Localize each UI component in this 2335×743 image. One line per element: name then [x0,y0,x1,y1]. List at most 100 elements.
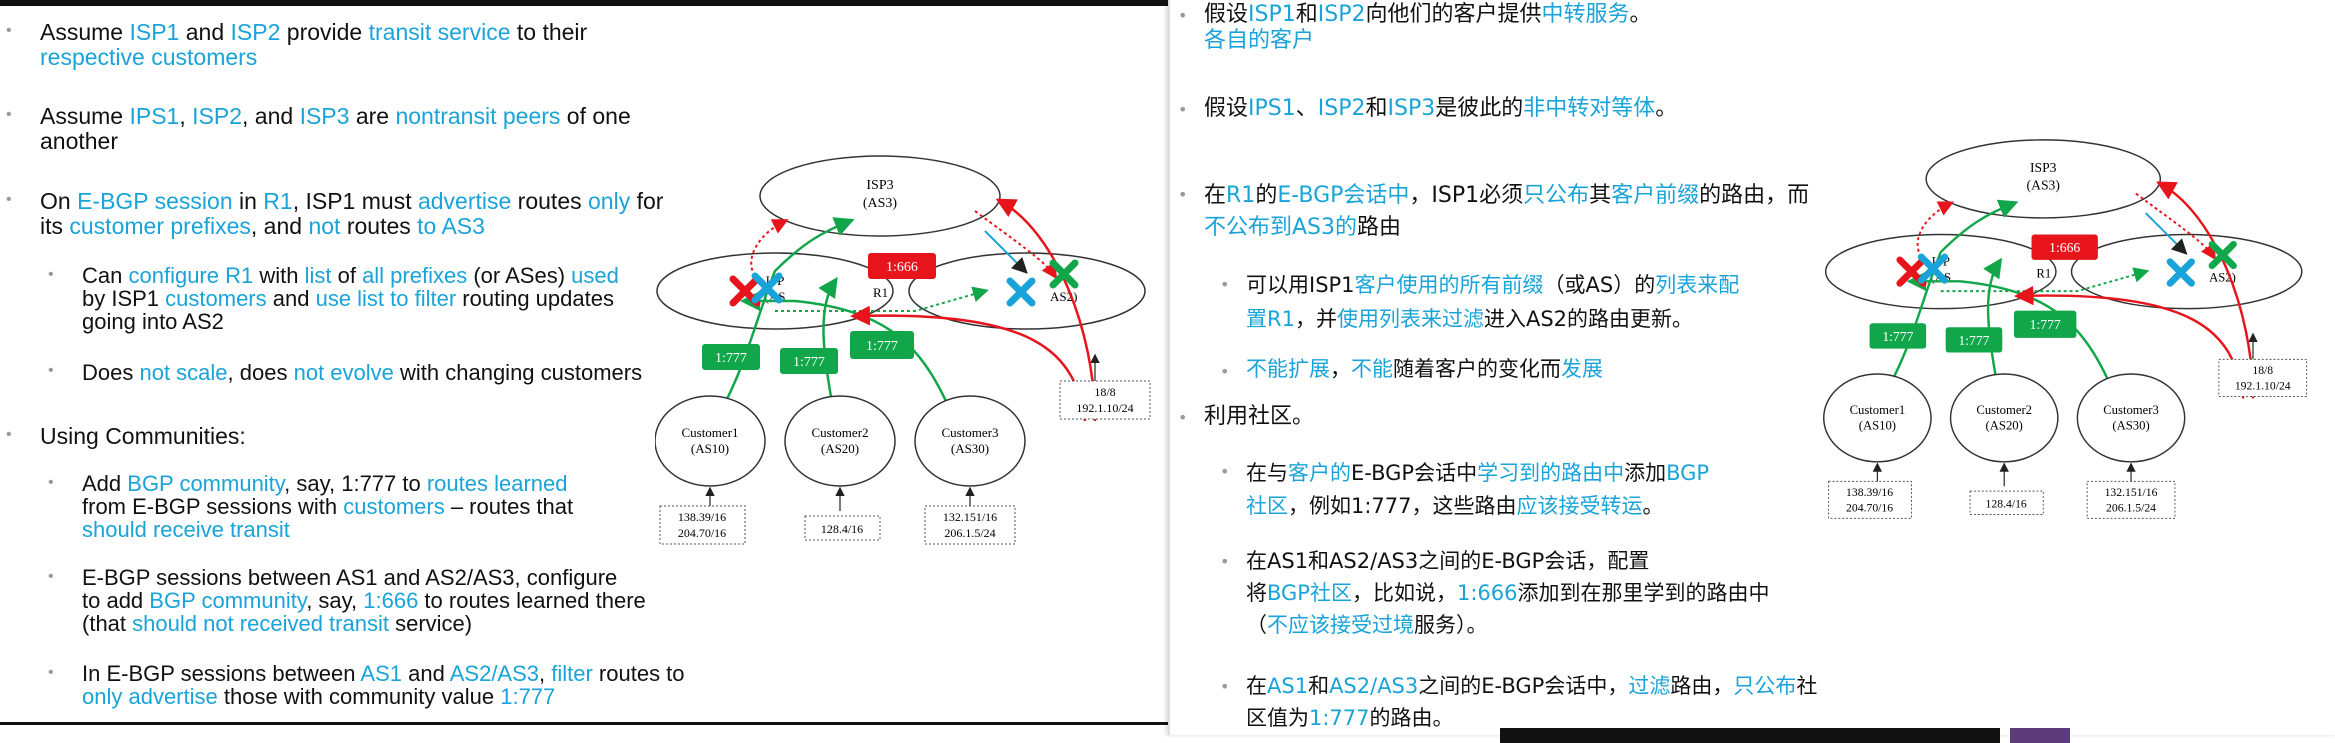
left-window-top-border [0,0,1170,6]
svg-text:132.151/16: 132.151/16 [943,510,997,524]
bullet-dot: • [1220,552,1230,571]
bullet-filter-routes: In E-BGP sessions between AS1 and AS2/AS… [82,661,685,709]
svg-text:138.39/16: 138.39/16 [1846,486,1893,499]
bullet-add-community: Add BGP community, say, 1:777 to routes … [82,471,574,542]
tag-1-666: 1:666 [2031,234,2098,260]
svg-text:204.70/16: 204.70/16 [1846,502,1893,515]
english-slide: • Assume ISP1 and ISP2 provide transit s… [0,6,1170,724]
svg-text:(AS30): (AS30) [951,441,989,456]
svg-text:192.1.10/24: 192.1.10/24 [2235,380,2291,393]
cn-bullet-peers: 假设IPS1、ISP2和ISP3是彼此的非中转对等体。 [1204,96,1678,121]
taskbar-strip [1500,728,2000,743]
cn-bullet-filter: 在AS1和AS2/AS3之间的E-BGP会话中，过滤路由，只公布社区值为1:77… [1246,674,1818,730]
tag-1-777: 1:777 [2013,310,2077,338]
svg-text:128.4/16: 128.4/16 [821,522,863,536]
svg-text:204.70/16: 204.70/16 [678,526,726,540]
bullet-dot: • [6,22,12,39]
bgp-communities-diagram: ISP3 (AS3) ISP (AS R1 AS2) 1:666 1:777 1… [655,155,1151,545]
bullet-dot: • [1178,100,1188,119]
bullet-dot: • [6,106,12,123]
svg-text:Customer2: Customer2 [1976,403,2032,417]
prefix-box-customer1: 138.39/16 204.70/16 [659,505,746,545]
bullet-ebgp-666: E-BGP sessions between AS1 and AS2/AS3, … [82,565,646,636]
svg-text:Customer3: Customer3 [941,425,998,440]
svg-text:206.1.5/24: 206.1.5/24 [944,526,995,540]
cn-bullet-transit: 假设ISP1和ISP2向他们的客户提供中转服务。各自的客户 [1204,2,1652,53]
bullet-dot: • [48,266,54,283]
svg-text:1:777: 1:777 [2030,317,2061,332]
svg-text:Customer1: Customer1 [681,425,738,440]
svg-text:1:777: 1:777 [866,339,898,354]
tag-1-777: 1:777 [850,331,914,359]
customer3-node [914,395,1026,487]
cn-bullet-ebgp: 在R1的E-BGP会话中，ISP1必须只公布其客户前缀的路由，而不公布到AS3的… [1204,183,1810,240]
r1-label: R1 [873,285,888,300]
bullet-dot: • [1220,677,1230,696]
bullet-configure-r1: Can configure R1 with list of all prefix… [82,263,619,334]
svg-text:138.39/16: 138.39/16 [678,510,726,524]
bullet-dot: • [48,664,54,681]
isp3-label: ISP3 [866,178,893,193]
svg-text:1:777: 1:777 [793,355,825,370]
svg-text:1:777: 1:777 [715,351,747,366]
bullet-dot: • [48,362,54,379]
svg-text:(AS10): (AS10) [691,441,729,456]
bullet-using-communities: Using Communities: [40,423,246,449]
bullet-dot: • [1220,362,1230,381]
customer1-node [655,395,766,487]
isp3-cloud [759,155,1001,237]
bullet-dot: • [1178,6,1188,25]
bullet-nontransit-peers: Assume IPS1, ISP2, and ISP3 are nontrans… [40,103,631,154]
prefix-box-customer2: 128.4/16 [804,515,881,541]
tag-1-777: 1:777 [1869,323,1927,349]
bullet-dot: • [1220,462,1230,481]
svg-text:Customer3: Customer3 [2103,403,2159,417]
svg-text:(AS20): (AS20) [1986,419,2023,433]
bullet-dot: • [6,191,12,208]
cn-bullet-scale: 不能扩展，不能随着客户的变化而发展 [1246,357,1603,381]
bullet-dot: • [1178,408,1188,427]
svg-text:192.1.10/24: 192.1.10/24 [1076,401,1133,415]
svg-text:128.4/16: 128.4/16 [1986,498,2027,511]
svg-text:(AS30): (AS30) [2112,419,2149,433]
svg-text:1:666: 1:666 [2049,240,2080,255]
blue-x-icon [1917,253,1949,284]
svg-text:Customer2: Customer2 [811,425,868,440]
isp2-cloud [908,252,1146,330]
tag-1-777: 1:777 [780,348,838,374]
svg-text:(AS10): (AS10) [1859,419,1896,433]
svg-text:1:777: 1:777 [1882,329,1913,344]
bullet-ebgp-session: On E-BGP session in R1, ISP1 must advert… [40,188,664,239]
bullet-dot: • [1178,185,1188,204]
svg-text:ISP3: ISP3 [2030,160,2057,175]
blue-x-icon [751,272,783,304]
bgp-communities-diagram-cn: ISP3 (AS3) ISP (AS R1 AS2) 1:666 1:777 1… [1822,139,2308,519]
svg-text:206.1.5/24: 206.1.5/24 [2106,502,2156,515]
bullet-dot: • [48,568,54,585]
cn-bullet-communities: 利用社区。 [1204,404,1315,429]
bullet-does-not-scale: Does not scale, does not evolve with cha… [82,360,643,385]
svg-text:(AS3): (AS3) [2027,178,2060,194]
chinese-slide: • 假设ISP1和ISP2向他们的客户提供中转服务。各自的客户 • 假设IPS1… [1168,0,2335,735]
green-x-icon [2208,240,2237,270]
prefix-box-customer3: 132.151/16 206.1.5/24 [924,505,1016,545]
taskbar-app-icon[interactable] [2010,728,2070,743]
bullet-dot: • [6,426,12,443]
blue-x-icon [2166,258,2195,287]
svg-text:18/8: 18/8 [2252,364,2273,377]
isp1-cloud [656,252,894,330]
tag-1-777: 1:777 [702,344,760,370]
svg-text:1:666: 1:666 [886,260,918,275]
cn-bullet-666: 在AS1和AS2/AS3之间的E-BGP会话，配置将BGP社区，比如说，1:66… [1246,549,1770,637]
blue-x-icon [1006,277,1036,307]
svg-text:Customer1: Customer1 [1850,403,1906,417]
svg-text:R1: R1 [2036,266,2051,280]
bullet-transit-service: Assume ISP1 and ISP2 provide transit ser… [40,19,588,70]
tag-1-666: 1:666 [868,253,936,279]
tag-1-777: 1:777 [1945,327,2003,353]
svg-text:1:777: 1:777 [1958,333,1989,348]
svg-text:(AS20): (AS20) [821,441,859,456]
green-x-icon [1049,259,1079,289]
